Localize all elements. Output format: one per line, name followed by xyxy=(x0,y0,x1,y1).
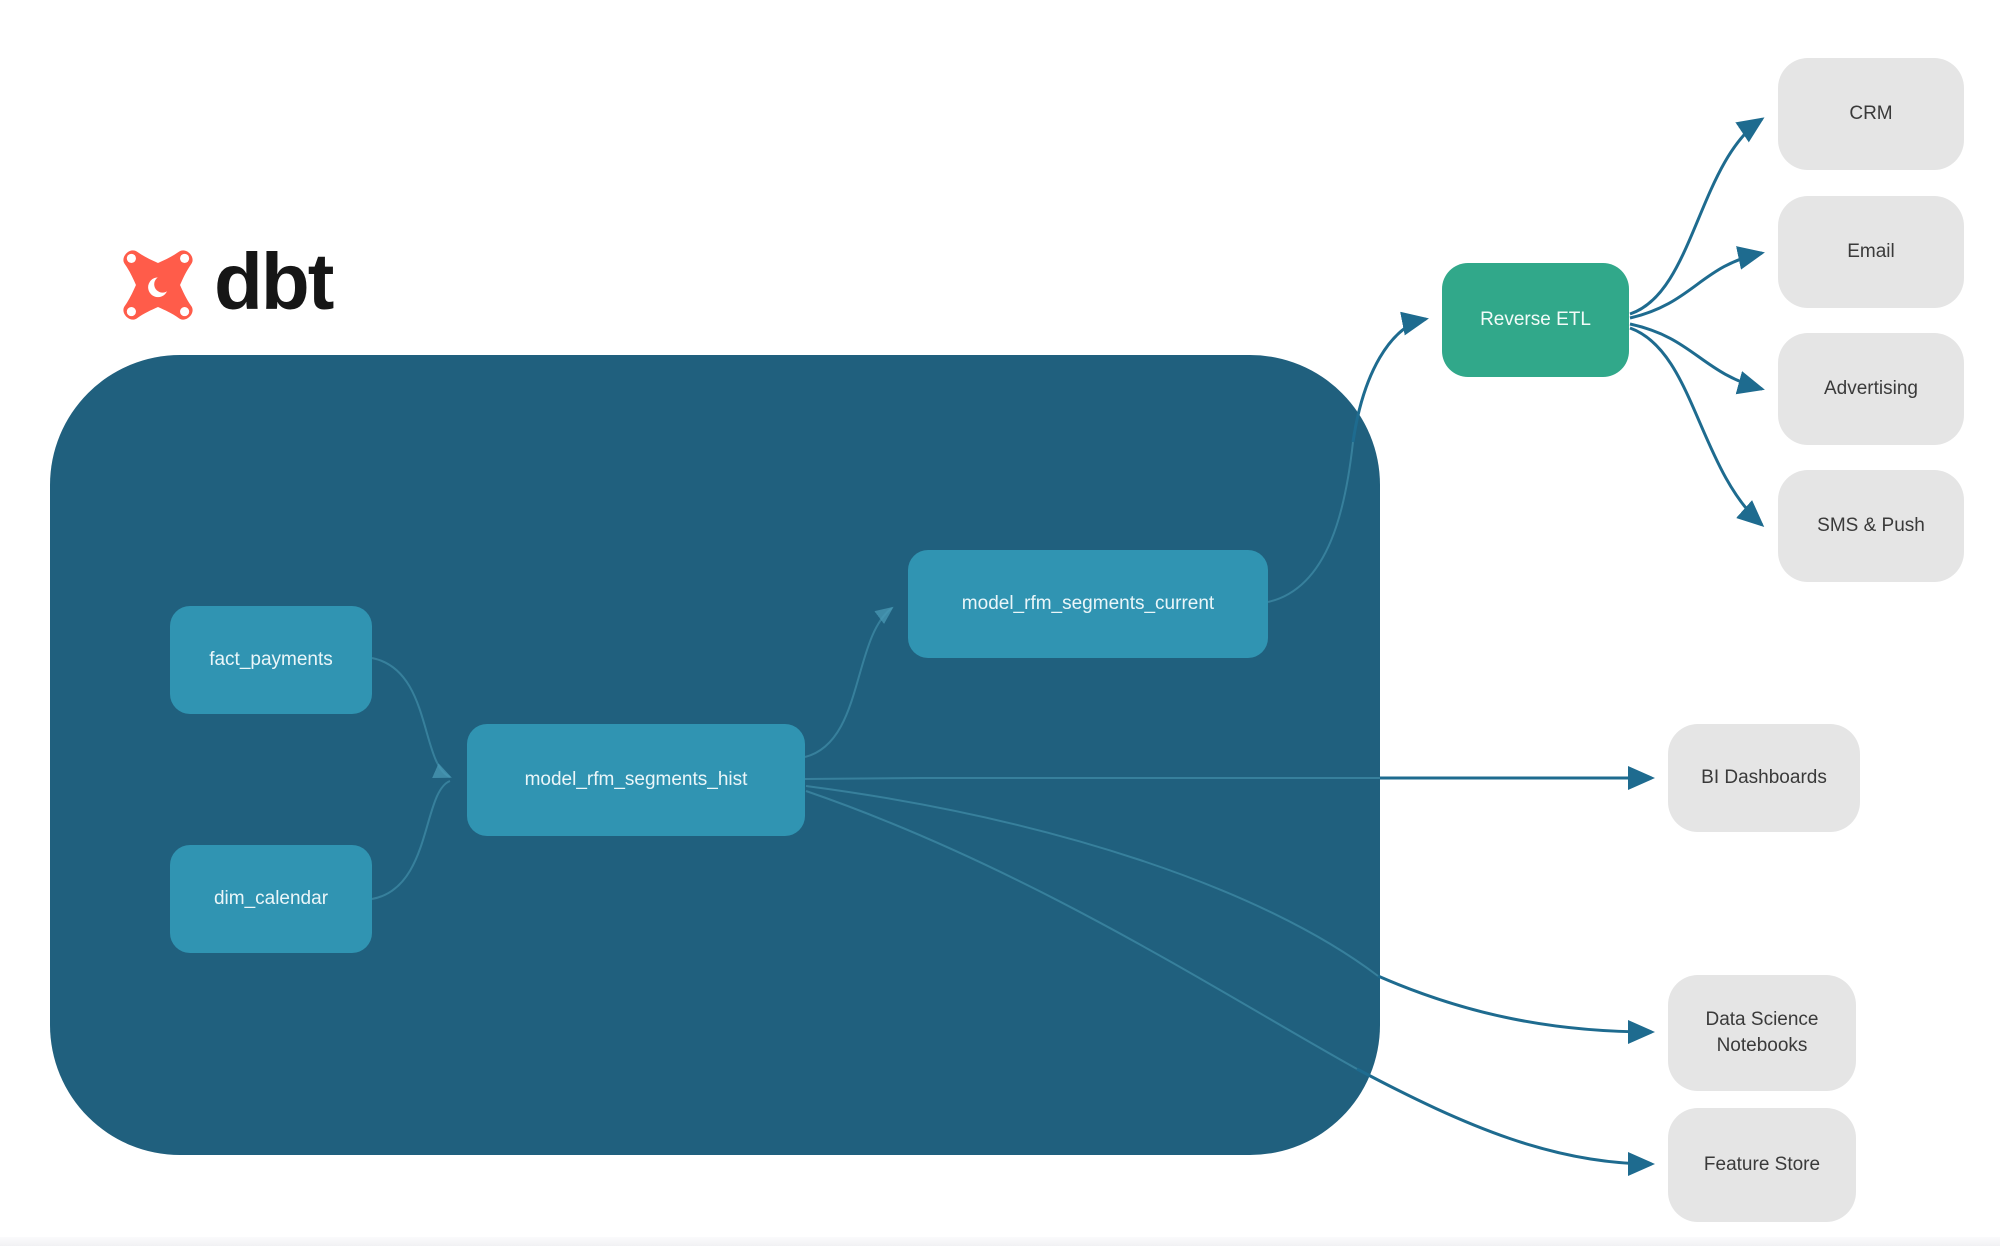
dbt-logo: dbt xyxy=(118,237,334,328)
node-dim-calendar[interactable]: dim_calendar xyxy=(170,845,372,953)
node-model-rfm-segments-hist[interactable]: model_rfm_segments_hist xyxy=(467,724,805,836)
node-feature-store[interactable]: Feature Store xyxy=(1668,1108,1856,1222)
node-label: CRM xyxy=(1849,103,1893,125)
node-label: dim_calendar xyxy=(213,888,329,910)
node-label: SMS & Push xyxy=(1817,515,1925,537)
dbt-flame-icon xyxy=(123,250,193,320)
node-email[interactable]: Email xyxy=(1778,196,1964,308)
node-bi-dashboards[interactable]: BI Dashboards xyxy=(1668,724,1860,832)
node-label: Email xyxy=(1847,241,1895,263)
node-crm[interactable]: CRM xyxy=(1778,58,1964,170)
node-reverse-etl[interactable]: Reverse ETL xyxy=(1442,263,1629,377)
node-label: Data Science Notebooks xyxy=(1705,1009,1819,1056)
node-label: Feature Store xyxy=(1703,1154,1821,1176)
edge-retl-to-email xyxy=(1629,246,1765,320)
edge-retl-to-advertising xyxy=(1629,322,1765,395)
edge-retl-to-crm xyxy=(1629,117,1765,316)
node-advertising[interactable]: Advertising xyxy=(1778,333,1964,445)
dbt-logo-wordmark: dbt xyxy=(214,237,334,326)
node-label: model_rfm_segments_hist xyxy=(524,769,748,791)
node-fact-payments[interactable]: fact_payments xyxy=(170,606,372,714)
node-label: Reverse ETL xyxy=(1480,309,1591,331)
node-model-rfm-segments-current[interactable]: model_rfm_segments_current xyxy=(908,550,1268,658)
node-data-science-notebooks[interactable]: Data Science Notebooks xyxy=(1668,975,1856,1091)
edge-hist-to-fs xyxy=(1356,1067,1655,1176)
bottom-edge-shadow xyxy=(0,1237,2000,1246)
edge-retl-to-sms xyxy=(1629,326,1765,527)
node-sms-push[interactable]: SMS & Push xyxy=(1778,470,1964,582)
node-label: model_rfm_segments_current xyxy=(961,593,1215,615)
node-label: Advertising xyxy=(1824,378,1918,400)
edge-hist-to-ds xyxy=(1377,974,1655,1044)
node-label: BI Dashboards xyxy=(1701,767,1827,789)
node-label: fact_payments xyxy=(209,649,333,671)
